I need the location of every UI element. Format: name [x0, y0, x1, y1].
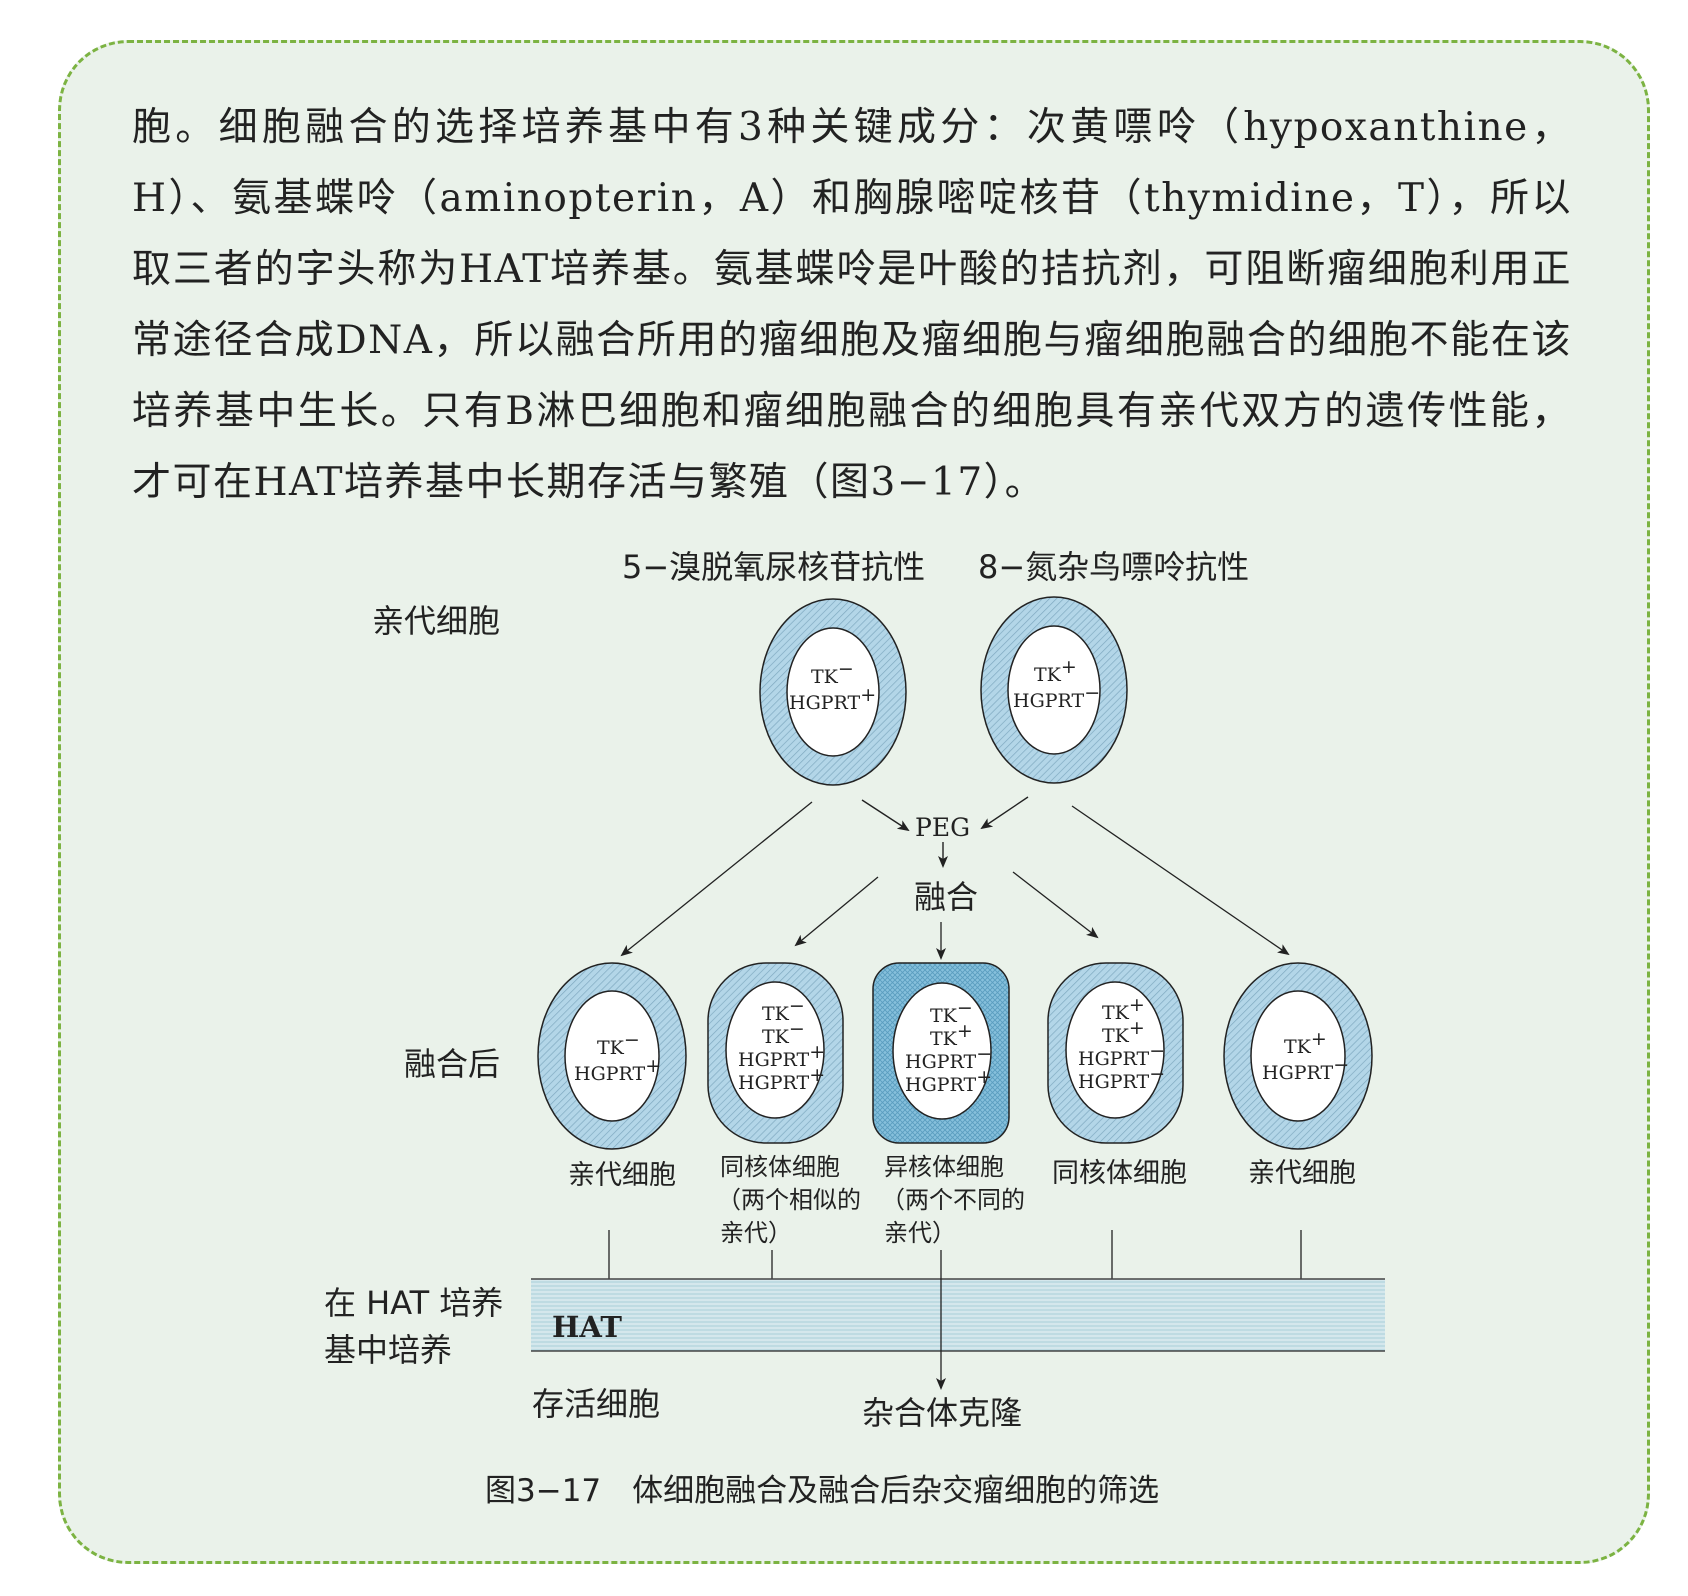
fused-cell-2-line4: HGPRT+: [738, 1064, 825, 1094]
fused-cell-4-line3: HGPRT−: [1078, 1040, 1165, 1070]
fused-cell-5-line2: HGPRT−: [1262, 1054, 1349, 1084]
top-right-label: 8−氮杂鸟嘌呤抗性: [978, 548, 1249, 586]
top-left-label: 5−溴脱氧尿核苷抗性: [622, 548, 925, 586]
parent-cell-2: TK+ HGPRT−: [980, 596, 1128, 784]
arrow-to-peg-left: [861, 799, 910, 832]
fused-cell-1: TK− HGPRT+: [537, 962, 687, 1150]
row-label-parent: 亲代细胞: [372, 602, 500, 640]
arrow-fan-5: [1071, 805, 1290, 956]
fused-cell-3-label: 异核体细胞 （两个不同的 亲代）: [881, 1153, 1033, 1247]
hat-medium-band: [531, 1279, 1385, 1351]
parent-cell-1-line2: HGPRT+: [789, 684, 876, 714]
fused-cell-3-line2: TK+: [930, 1020, 973, 1050]
fused-cell-4-line1: TK+: [1102, 994, 1145, 1024]
fused-cell-4-label: 同核体细胞: [1052, 1158, 1187, 1189]
fused-cell-2: TK− TK− HGPRT+ HGPRT+: [707, 962, 844, 1144]
hat-label: HAT: [552, 1310, 622, 1344]
fused-cell-3-line1: TK−: [930, 997, 973, 1027]
fused-cell-1-label: 亲代细胞: [568, 1160, 676, 1191]
fused-cell-5: TK+ HGPRT−: [1223, 962, 1373, 1150]
arrow-fan-4: [1012, 871, 1099, 939]
parent-cell-2-line2: HGPRT−: [1013, 682, 1100, 712]
parent-cell-1-line1: TK−: [811, 658, 854, 688]
fused-cell-5-label: 亲代细胞: [1248, 1158, 1356, 1189]
arrow-to-peg-right: [980, 796, 1029, 830]
fused-cell-5-line1: TK+: [1284, 1028, 1327, 1058]
survival-label: 存活细胞: [532, 1385, 660, 1423]
fused-cell-3-line3: HGPRT−: [905, 1043, 992, 1073]
fused-cell-2-label: 同核体细胞 （两个相似的 亲代）: [717, 1153, 869, 1247]
fused-cell-2-line1: TK−: [762, 995, 805, 1025]
fused-cell-2-line3: HGPRT+: [738, 1041, 825, 1071]
fusion-label: 融合: [914, 878, 978, 916]
body-paragraph: 胞。细胞融合的选择培养基中有3种关键成分：次黄嘌呤（hypoxanthine，H…: [132, 105, 1572, 505]
row-label-after-fusion: 融合后: [404, 1045, 500, 1083]
figure-caption: 图3−17 体细胞融合及融合后杂交瘤细胞的筛选: [485, 1473, 1159, 1509]
fused-cell-3-line4: HGPRT+: [905, 1066, 992, 1096]
fused-cell-1-line2: HGPRT+: [574, 1055, 661, 1085]
arrow-fan-1: [620, 801, 813, 957]
row-label-hat: 在 HAT 培养 基中培养: [324, 1284, 514, 1369]
fused-cell-1-line1: TK−: [597, 1029, 640, 1059]
hybrid-clone-label: 杂合体克隆: [862, 1394, 1022, 1432]
fused-cell-4-line4: HGPRT−: [1078, 1063, 1165, 1093]
parent-cell-2-line1: TK+: [1034, 656, 1077, 686]
fused-cell-2-line2: TK−: [762, 1018, 805, 1048]
fused-cell-3-hybrid: TK− TK+ HGPRT− HGPRT+: [872, 962, 1010, 1144]
peg-label: PEG: [915, 813, 970, 842]
fused-cell-4-line2: TK+: [1102, 1017, 1145, 1047]
arrow-fan-2: [794, 876, 879, 947]
fused-cell-4: TK+ TK+ HGPRT− HGPRT−: [1047, 962, 1184, 1144]
parent-cell-1: TK− HGPRT+: [759, 598, 907, 786]
